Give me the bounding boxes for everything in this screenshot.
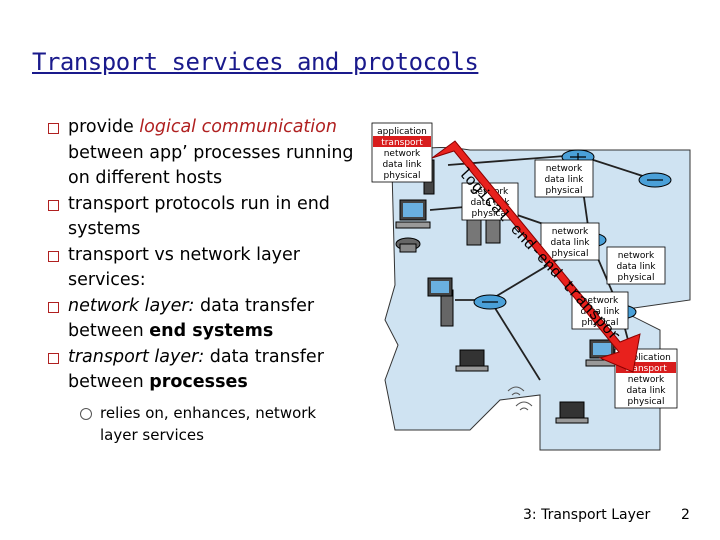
stack-layer-label: network — [618, 251, 655, 261]
stack-layer-label: data link — [616, 262, 656, 272]
stack-layer-label: physical — [472, 209, 509, 219]
stack-layer-label: physical — [618, 273, 655, 283]
desktop-computer-icon — [427, 277, 453, 297]
bullet-text: data transfer between — [68, 295, 315, 342]
stack-layer-label: physical — [384, 171, 421, 181]
wireless-icon — [507, 386, 533, 411]
stack-layer-label: data link — [626, 386, 666, 396]
bullet-text: between app’ processes running on differ… — [68, 142, 354, 189]
bullet-marker — [48, 352, 59, 364]
laptop-icon — [555, 401, 589, 424]
stack-layer-label: data link — [544, 175, 584, 185]
stack-layer-label: transport — [381, 138, 423, 148]
sub-bullet-text: relies on, enhances, network layer servi… — [100, 403, 317, 444]
bullet-marker — [48, 250, 59, 262]
page-number: 2 — [681, 507, 690, 523]
router-icon — [638, 172, 672, 188]
stack-layer-label: physical — [546, 186, 583, 196]
stack-layer-label: application — [621, 353, 671, 363]
bullet-marker — [48, 301, 59, 313]
bullet-marker — [48, 123, 59, 134]
bullet-text: transport protocols run in end systems — [68, 193, 330, 240]
bullet-bold: processes — [149, 372, 248, 392]
bullet-logical-communication: provide logical communication between ap… — [48, 115, 358, 192]
phone-icon — [395, 237, 421, 253]
bullet-italic: transport layer: — [68, 346, 205, 367]
bullet-text: provide — [68, 117, 140, 137]
bullet-protocols-in-end-systems: transport protocols run in end systems — [48, 192, 358, 243]
stack-layer-label: physical — [628, 397, 665, 407]
stack-layer-label: network — [546, 164, 583, 174]
stack-layer-label: network — [552, 227, 589, 237]
desktop-computer-icon — [395, 199, 431, 229]
stack-layer-label: physical — [552, 249, 589, 259]
stack-layer-label: network — [628, 375, 665, 385]
router-icon — [473, 294, 507, 310]
sub-bullet-relies-on: relies on, enhances, network layer servi… — [80, 402, 358, 446]
bullet-marker — [48, 199, 59, 211]
bullet-text: data transfer between — [68, 346, 324, 393]
bullet-list: provide logical communication between ap… — [48, 115, 358, 446]
bullet-transport-layer: transport layer: data transfer between p… — [48, 345, 358, 396]
sub-bullet-marker — [80, 407, 92, 420]
footer-label: 3: Transport Layer — [523, 507, 651, 523]
slide-title: Transport services and protocols — [32, 48, 479, 76]
bullet-italic: network layer: — [68, 295, 195, 316]
stack-layer-label: network — [582, 296, 619, 306]
laptop-icon — [455, 349, 489, 372]
stack-layer-label: data link — [550, 238, 590, 248]
bullet-network-layer: network layer: data transfer between end… — [48, 294, 358, 345]
desktop-computer-icon — [585, 339, 619, 367]
stack-layer-label: data link — [382, 160, 422, 170]
bullet-bold: end systems — [149, 321, 274, 341]
bullet-emphasis: logical communication — [139, 117, 337, 137]
stack-layer-label: network — [384, 149, 421, 159]
stack-layer-label: data link — [470, 198, 510, 208]
stack-layer-label: data link — [580, 307, 620, 317]
stack-layer-label: transport — [625, 364, 667, 374]
bullet-transport-vs-network: transport vs network layer services: — [48, 243, 358, 294]
bullet-text: transport vs network layer services: — [68, 244, 300, 291]
stack-layer-label: application — [377, 127, 427, 137]
